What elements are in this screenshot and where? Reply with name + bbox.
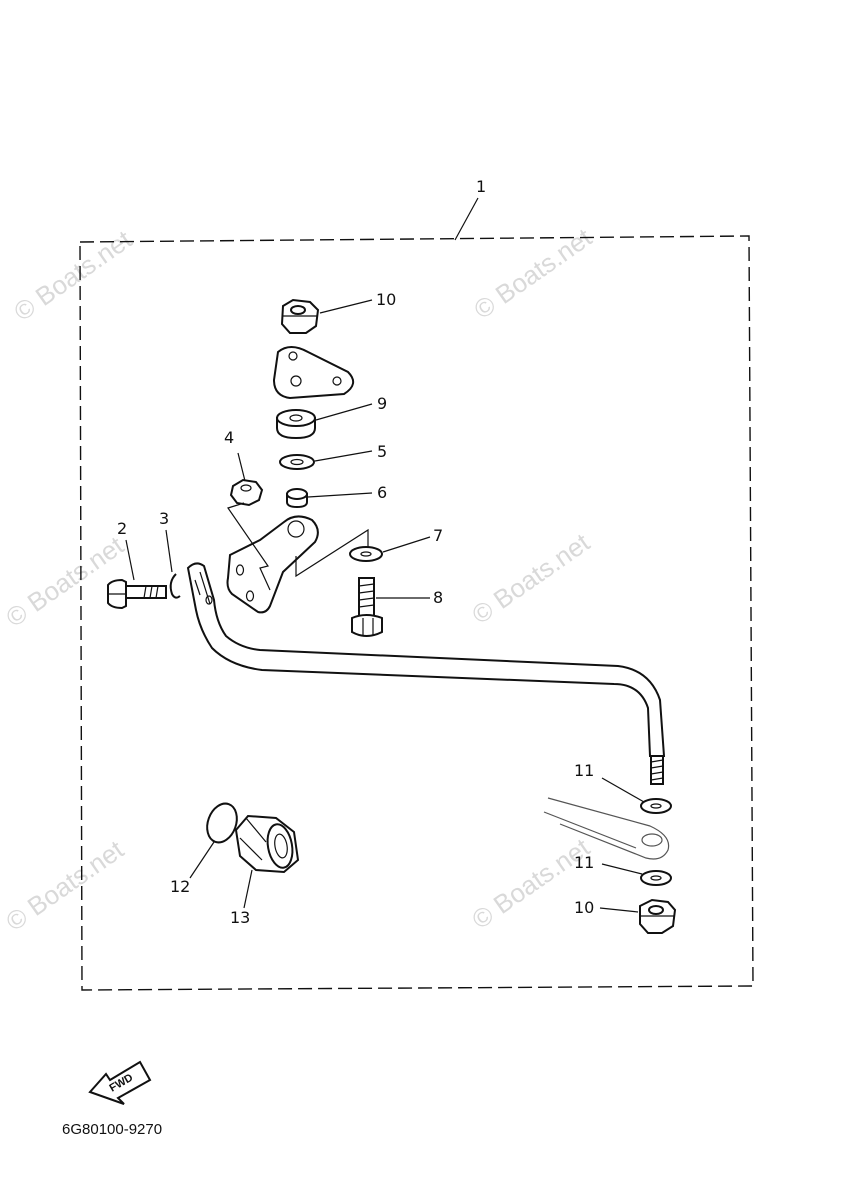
guide-line-4	[227, 502, 271, 591]
guide-line-7	[295, 528, 369, 578]
callout-7: 7	[433, 526, 443, 545]
callout-11-bottom: 11	[574, 853, 594, 872]
triangle-plate	[272, 346, 355, 400]
assembly-boundary	[79, 235, 754, 991]
leader-2	[125, 539, 135, 581]
leader-9	[315, 403, 373, 421]
leader-4	[237, 452, 246, 482]
watermark: © Boats.net	[466, 527, 595, 630]
bolt-8	[351, 577, 383, 637]
fwd-arrow-icon: FWD	[88, 1060, 152, 1105]
leader-7	[382, 536, 431, 553]
diagram-code: 6G80100-9270	[62, 1121, 162, 1138]
callout-12: 12	[170, 877, 190, 896]
nut-10-bottom	[639, 898, 677, 934]
callout-4: 4	[224, 428, 234, 447]
callout-2: 2	[117, 519, 127, 538]
leader-10-bottom	[599, 907, 639, 913]
leader-5	[314, 450, 373, 462]
washer-5	[279, 454, 315, 470]
leader-3	[165, 529, 173, 573]
callout-3: 3	[159, 509, 169, 528]
washer-7	[349, 546, 383, 562]
callout-8: 8	[433, 588, 443, 607]
clip-3	[169, 573, 181, 599]
nut-10-top	[280, 298, 320, 334]
leader-11-bottom	[601, 863, 643, 875]
callout-6: 6	[377, 483, 387, 502]
callout-9: 9	[377, 394, 387, 413]
leader-1	[454, 197, 479, 241]
callout-10-bottom: 10	[574, 898, 594, 917]
watermark: © Boats.net	[0, 834, 129, 937]
steering-rod	[186, 562, 666, 785]
watermark: © Boats.net	[0, 530, 129, 633]
callout-5: 5	[377, 442, 387, 461]
bushing-6	[286, 488, 308, 509]
callout-10-top: 10	[376, 290, 396, 309]
leader-13	[243, 869, 253, 909]
bracket	[226, 515, 319, 614]
washer-11-bottom	[640, 870, 672, 886]
o-ring-12	[206, 802, 238, 844]
watermark: © Boats.net	[8, 224, 137, 327]
leader-12	[189, 841, 215, 879]
callout-11-top: 11	[574, 761, 594, 780]
nut-13	[234, 814, 300, 874]
spacer-9	[276, 409, 316, 440]
leader-6	[307, 492, 373, 498]
nut-4	[229, 478, 264, 507]
callout-13: 13	[230, 908, 250, 927]
watermark: © Boats.net	[468, 222, 597, 325]
washer-11-top	[640, 798, 672, 814]
leader-11-top	[601, 777, 645, 803]
callout-1: 1	[476, 177, 486, 196]
steering-link	[543, 797, 670, 860]
watermark: © Boats.net	[466, 832, 595, 935]
bolt-2	[107, 578, 167, 610]
leader-10-top	[319, 299, 373, 314]
